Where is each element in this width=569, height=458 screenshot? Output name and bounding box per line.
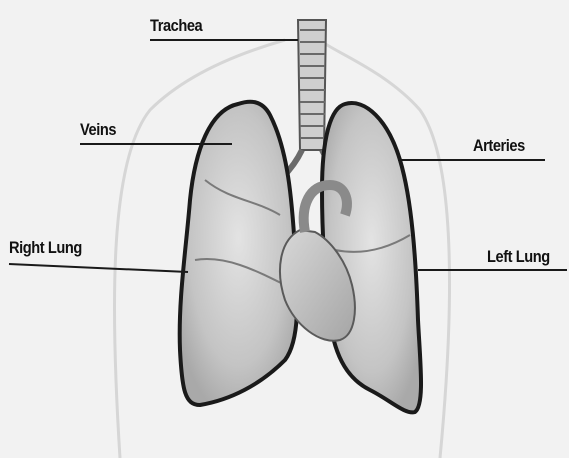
- label-veins: Veins: [80, 120, 116, 140]
- label-right-lung: Right Lung: [9, 238, 82, 258]
- right-lung-shape: [180, 102, 297, 405]
- label-arteries: Arteries: [473, 136, 525, 156]
- label-trachea: Trachea: [150, 16, 202, 36]
- right-lung-leader: [9, 264, 188, 272]
- label-left-lung: Left Lung: [487, 247, 550, 267]
